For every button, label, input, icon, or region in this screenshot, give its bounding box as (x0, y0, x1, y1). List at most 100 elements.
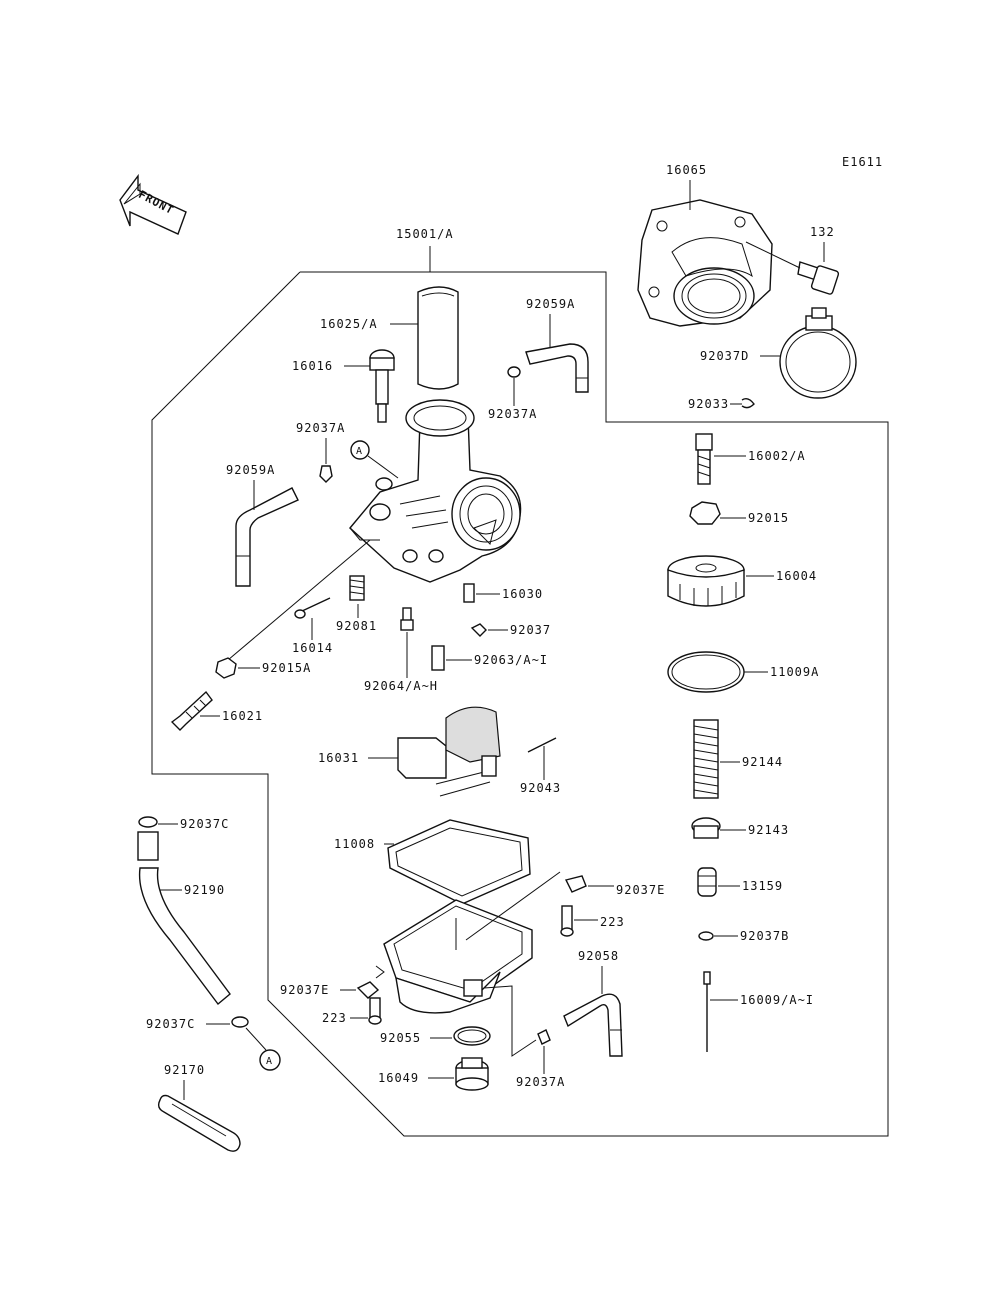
strap-92170-part (157, 1094, 241, 1152)
label-92143: 92143 (748, 823, 789, 837)
label-16002: 16002/A (748, 449, 806, 463)
label-13159: 13159 (742, 879, 783, 893)
leader-92015a-body (227, 539, 371, 661)
label-223-top: 223 (600, 915, 625, 929)
label-16025: 16025/A (320, 317, 378, 331)
gasket-11008-part (387, 819, 531, 905)
label-132: 132 (810, 225, 835, 239)
label-16016: 16016 (292, 359, 333, 373)
oring-11009a-part (667, 651, 745, 693)
clip-92037e-left-detail (375, 965, 385, 979)
front-arrow-icon: FRONT (119, 173, 187, 235)
label-16014: 16014 (292, 641, 333, 655)
bolt-132-part (797, 261, 840, 295)
label-92059a-left: 92059A (226, 463, 275, 477)
nut-92015a-part (215, 657, 237, 679)
label-92037e-right: 92037E (616, 883, 665, 897)
leader-bowl-92037e (465, 871, 561, 941)
label-16009: 16009/A~I (740, 993, 814, 1007)
assembly-boundary (151, 271, 889, 1137)
screw-16014-part (294, 597, 331, 619)
label-92055: 92055 (380, 1031, 421, 1045)
label-92015a: 92015A (262, 661, 311, 675)
clip-92037-part (470, 623, 487, 637)
cap-16002-part (695, 433, 713, 485)
label-92064: 92064/A~H (364, 679, 438, 693)
callout-a-bottom: A (245, 1027, 281, 1071)
leader-bowl-92037a (483, 985, 537, 1057)
label-92037b: 92037B (740, 929, 789, 943)
hose-92059a-left-part (235, 487, 299, 587)
hose-92058-part (563, 993, 623, 1057)
label-92037e-left: 92037E (280, 983, 329, 997)
clip-92037a-bottom-part (537, 1029, 551, 1045)
label-92190: 92190 (184, 883, 225, 897)
holder-92143-part (691, 817, 721, 839)
hose-92190-part (137, 831, 231, 1006)
label-92058: 92058 (578, 949, 619, 963)
screw-16021-part (170, 690, 213, 731)
spring-92081-part (349, 575, 365, 601)
label-92037: 92037 (510, 623, 551, 637)
main-jet-92063-part (431, 645, 445, 671)
oring-92055-part (453, 1026, 491, 1046)
label-92015: 92015 (748, 511, 789, 525)
label-16004: 16004 (776, 569, 817, 583)
label-16065: 16065 (666, 163, 707, 177)
label-92037a-top: 92037A (488, 407, 537, 421)
label-15001: 15001/A (396, 227, 454, 241)
label-16049: 16049 (378, 1071, 419, 1085)
screw-223-top-part (560, 905, 574, 937)
label-92059a-top: 92059A (526, 297, 575, 311)
needle-jet-92064-part (400, 607, 414, 631)
float-16031-part (397, 706, 501, 797)
top-cap-16004-part (667, 555, 745, 607)
plug-16049-part (455, 1057, 489, 1091)
label-16021: 16021 (222, 709, 263, 723)
carburetor-body-part (349, 399, 522, 583)
label-16031: 16031 (318, 751, 359, 765)
clip-92037e-right-part (564, 875, 587, 893)
adjuster-16016-part (369, 349, 395, 423)
label-92037a-left: 92037A (296, 421, 345, 435)
pin-92043-part (527, 737, 557, 753)
leader-132-duct (745, 241, 801, 269)
label-92037a-bottom: 92037A (516, 1075, 565, 1089)
jet-16030-part (463, 583, 475, 603)
inlet-duct-part (637, 199, 773, 327)
screw-223-bottom-part (368, 997, 382, 1025)
clamp-92037d-part (779, 307, 857, 399)
label-92033: 92033 (688, 397, 729, 411)
leader-callout-a-top (367, 455, 399, 479)
label-92081: 92081 (336, 619, 377, 633)
throttle-valve-16025-part (417, 286, 459, 390)
clip-13159-part (697, 867, 717, 897)
float-bowl-part (383, 899, 533, 1014)
label-92037d: 92037D (700, 349, 749, 363)
label-92037c-top: 92037C (180, 817, 229, 831)
spring-92144-part (693, 719, 719, 799)
label-92144: 92144 (742, 755, 783, 769)
label-92043: 92043 (520, 781, 561, 795)
reference-code: E1611 (842, 155, 883, 169)
clip-92037a-left-part (319, 465, 333, 483)
clip-92037c-top-part (138, 816, 158, 828)
callout-a-top: A (350, 440, 399, 479)
nut-92015-part (689, 501, 721, 525)
label-223-bottom: 223 (322, 1011, 347, 1025)
callout-a-top-label: A (356, 446, 363, 457)
hose-92059a-top-part (525, 343, 589, 393)
clip-92037e-left-part (356, 981, 380, 999)
label-92170: 92170 (164, 1063, 205, 1077)
label-16030: 16030 (502, 587, 543, 601)
clip-92033-part (741, 397, 755, 409)
ring-92037b-part (698, 931, 714, 941)
jet-needle-16009-part (703, 971, 711, 1052)
clip-92037c-bottom-part (231, 1016, 249, 1028)
label-92037c-bottom: 92037C (146, 1017, 195, 1031)
label-92063: 92063/A~I (474, 653, 548, 667)
label-11009a: 11009A (770, 665, 819, 679)
callout-a-bottom-label: A (266, 1056, 273, 1067)
